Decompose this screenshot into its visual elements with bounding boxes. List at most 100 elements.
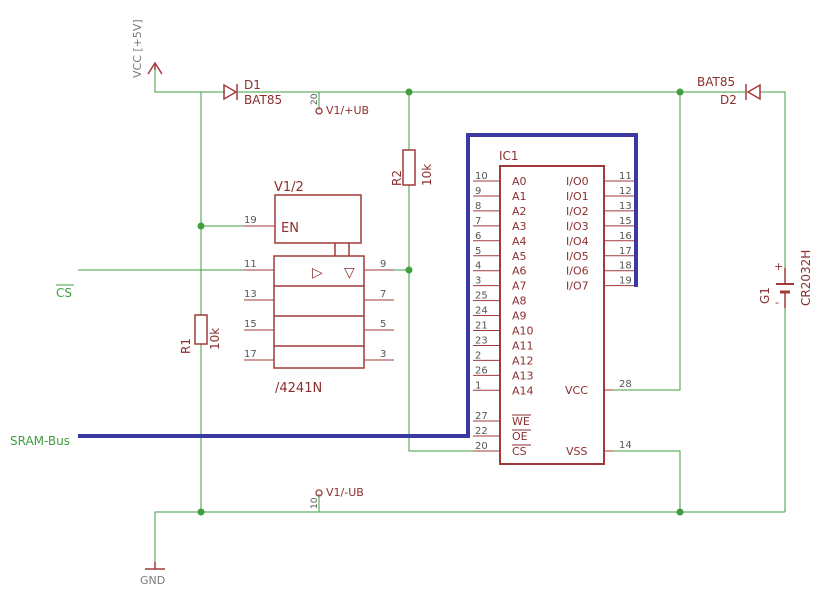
pin-number: 6 [475,231,481,242]
v1-buffer-icon: ▷ [312,265,323,281]
pin-name: A7 [512,280,527,293]
pin-name: A11 [512,339,534,352]
v1-pin-num-3: 3 [380,349,386,360]
pin-name: A4 [512,235,527,248]
pin-number: 4 [475,261,481,272]
v1-pin-num-17: 17 [244,349,257,360]
ic1-pin: 12I/O1 [566,186,636,203]
ic1-body [499,165,605,465]
pin-name: A5 [512,250,527,263]
pin-name: I/O5 [566,250,589,263]
r2-cs-wire [408,185,473,452]
vcc-wire [154,70,225,93]
cs-net-label: CS [56,286,72,300]
pin-number: 13 [619,201,632,212]
junction-dot [676,88,684,96]
ic1-pin: 25 A8 [473,291,527,308]
pin-name: A12 [512,354,534,367]
pin-number: 22 [475,426,488,437]
pin-name: A0 [512,175,527,188]
ic1-pin: 15I/O3 [566,216,636,233]
pin-number: 2 [475,350,481,361]
pin-name: A2 [512,205,527,218]
g1-value: CR2032H [799,250,813,306]
g1-plus: + [774,260,783,273]
v1-pin-num-en: 19 [244,215,257,226]
r1-name: R1 [179,338,193,354]
pin-name: A14 [512,384,534,397]
pin-number: 23 [475,335,488,346]
r2-value: 10k [420,164,434,186]
pin-name: A10 [512,325,534,338]
ic1-pin: 18 I/O6 [566,261,636,278]
sram-bus-line [78,133,638,438]
v1-ub-bottom-pin-icon [315,489,323,497]
pin-number: 15 [619,216,632,227]
ic1-name: IC1 [499,149,519,163]
v1-name: V1/2 [274,180,304,195]
v1-ub-bottom-pin: 10 [310,497,320,509]
pin-name: I/O6 [566,265,589,278]
v1-part-label: /4241N [275,381,322,396]
ic1-vss-name: VSS [566,445,588,458]
ic1-vss-num: 14 [619,440,632,451]
pin-number: 10 [475,171,488,182]
junction-dot [197,222,205,230]
v1-tristate-icon: ▽ [344,265,355,281]
vcc-symbol [147,61,163,75]
d2-diode-icon [745,83,761,101]
ic1-pin: 17I/O5 [566,246,636,263]
pin-name: I/O2 [566,205,589,218]
pin-name: A3 [512,220,527,233]
pin-number: 12 [619,186,632,197]
v1-en-block [274,194,362,256]
sram-bus-label: SRAM-Bus [10,434,70,448]
pin-number: 3 [475,276,481,287]
ic1-pin: 3 A7 [473,276,527,293]
pin-name: WE [512,415,530,428]
ic1-pin: 27 WE [473,411,531,428]
pin-name: I/O0 [566,175,589,188]
pin-number: 18 [619,261,632,272]
ic1-pin: 11 I/O0 [566,171,636,188]
d1-value: BAT85 [244,93,282,107]
pin-number: 1 [475,380,481,391]
v1-pin-num-5: 5 [380,319,386,330]
pin-name: A8 [512,295,527,308]
v1-ub-top-pin: 20 [310,93,320,105]
pin-number: 26 [475,365,488,376]
v1-gate-stack [273,255,365,369]
v1-en-label: EN [281,221,299,236]
junction-dot [405,266,413,274]
pin-number: 27 [475,411,488,422]
pin-number: 11 [619,171,632,182]
r1-resistor-icon [194,314,208,345]
v1-ub-top-label: V1/+UB [326,104,369,117]
pin-name: I/O7 [566,280,589,293]
ic1-right-pins: 11I/O012I/O113I/O215I/O316I/O417I/O518I/… [566,171,636,293]
g1-name: G1 [758,287,772,304]
d2-value: BAT85 [697,75,735,89]
v1-pin-num-13: 13 [244,289,257,300]
ic-vcc-wire [613,92,681,391]
gnd-label: GND [140,574,165,587]
pin-number: 8 [475,201,481,212]
pin-number: 25 [475,291,488,302]
pin-number: 16 [619,231,632,242]
v1-pin-num-9: 9 [380,259,386,270]
gnd-rail-wire [154,511,785,562]
ic1-pin: 23 A11 [473,335,534,352]
ic1-pin: 6 A4 [473,231,527,248]
pin-number: 9 [475,186,481,197]
g1-minus: - [775,296,779,309]
v1-buffer: V1/2 EN ▷ ▽ /4241N 19 11 13 15 17 9 [244,180,394,396]
wires [78,70,786,562]
ic1-pin: 8 A2 [473,201,527,218]
